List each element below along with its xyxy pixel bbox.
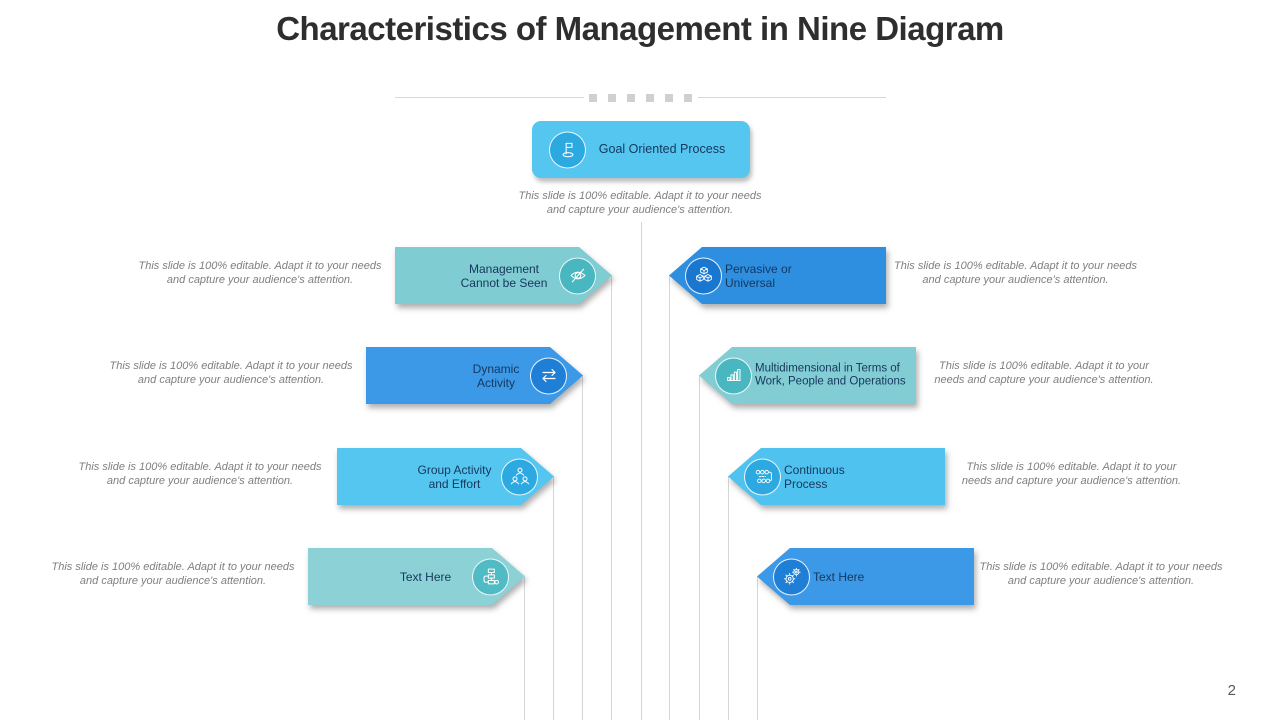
node-label: Multidimensional in Terms of Work, Peopl…: [755, 361, 906, 388]
node-multidimensional: Multidimensional in Terms of Work, Peopl…: [699, 347, 916, 404]
caption-dynamic-activity: This slide is 100% editable. Adapt it to…: [109, 360, 353, 387]
connector-line: [524, 577, 525, 720]
caption-text-here-right: This slide is 100% editable. Adapt it to…: [979, 561, 1223, 588]
swap-arrows-icon: [530, 357, 567, 394]
connector-line: [553, 476, 554, 720]
workflow-icon: [472, 558, 509, 595]
process-loop-icon: [744, 458, 781, 495]
node-text-here-left: Text Here: [308, 548, 525, 605]
connector-line: [728, 476, 729, 720]
node-continuous-process: Continuous Process: [728, 448, 945, 505]
title-divider: [395, 93, 886, 102]
connector-line: [611, 275, 612, 720]
node-label: Text Here: [813, 569, 865, 584]
bar-chart-icon: [715, 357, 752, 394]
page-number: 2: [1227, 682, 1236, 699]
node-text-here-right: Text Here: [757, 548, 974, 605]
caption-pervasive-or-universal: This slide is 100% editable. Adapt it to…: [894, 260, 1137, 287]
caption-multidimensional: This slide is 100% editable. Adapt it to…: [934, 360, 1154, 387]
slide-title: Characteristics of Management in Nine Di…: [276, 10, 1004, 47]
caption-continuous-process: This slide is 100% editable. Adapt it to…: [961, 461, 1182, 488]
caption-goal-oriented-process: This slide is 100% editable. Adapt it to…: [518, 190, 762, 217]
node-label: Pervasive or Universal: [725, 261, 792, 290]
connector-line: [641, 222, 642, 720]
node-label: Dynamic Activity: [472, 361, 520, 390]
hidden-eye-icon: [559, 257, 596, 294]
cubes-icon: [685, 257, 722, 294]
gears-icon: [773, 558, 810, 595]
node-label: Continuous Process: [784, 462, 845, 491]
node-pervasive-or-universal: Pervasive or Universal: [669, 247, 886, 304]
node-label: Text Here: [399, 569, 452, 584]
connector-line: [669, 275, 670, 720]
node-label: Group Activity and Effort: [417, 462, 492, 491]
caption-text-here-left: This slide is 100% editable. Adapt it to…: [51, 561, 295, 588]
node-label: Goal Oriented Process: [598, 141, 726, 156]
group-icon: [501, 458, 538, 495]
node-label: Management Cannot be Seen: [460, 261, 548, 290]
node-dynamic-activity: Dynamic Activity: [366, 347, 583, 404]
flag-icon: [549, 131, 586, 168]
caption-management-cannot-be-seen: This slide is 100% editable. Adapt it to…: [138, 260, 382, 287]
connector-line: [582, 375, 583, 720]
node-management-cannot-be-seen: Management Cannot be Seen: [395, 247, 612, 304]
connector-line: [757, 577, 758, 720]
connector-line: [699, 375, 700, 720]
node-goal-oriented-process: Goal Oriented Process: [532, 121, 750, 178]
caption-group-activity: This slide is 100% editable. Adapt it to…: [78, 461, 322, 488]
node-group-activity-and-effort: Group Activity and Effort: [337, 448, 554, 505]
